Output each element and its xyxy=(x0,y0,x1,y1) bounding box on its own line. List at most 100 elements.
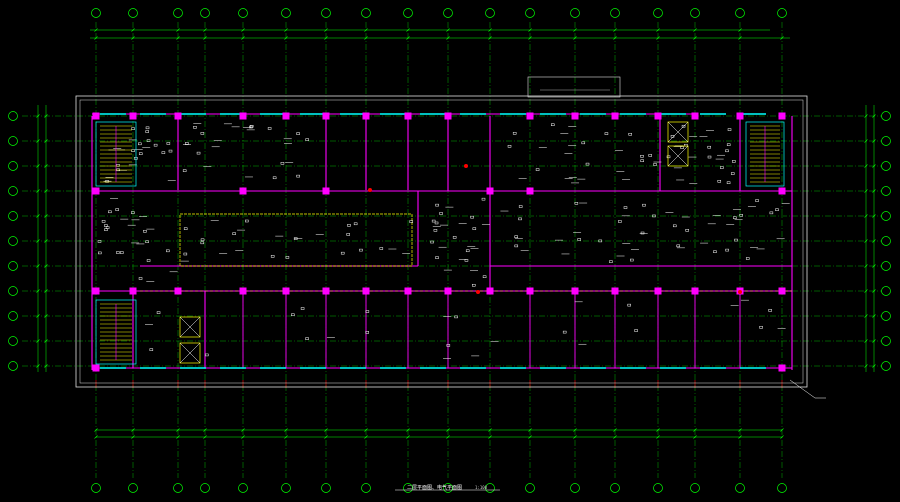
dimension-tick xyxy=(406,28,410,32)
dimension-tick xyxy=(36,314,40,318)
axis-bubble xyxy=(403,483,413,493)
axis-bubble xyxy=(281,8,291,18)
axis-bubble xyxy=(238,8,248,18)
fixture-symbol xyxy=(245,219,249,223)
column xyxy=(736,112,744,120)
dimension-tick xyxy=(872,164,876,168)
dimension-tick xyxy=(872,189,876,193)
axis-bubble xyxy=(881,286,891,296)
dimension-tick xyxy=(203,428,207,432)
marker-dot xyxy=(738,290,742,294)
fixture-symbol xyxy=(353,222,358,226)
fixture-symbol xyxy=(518,217,522,221)
axis-bubble xyxy=(8,311,18,321)
dimension-tick xyxy=(364,36,368,40)
fixture-symbol xyxy=(161,151,166,154)
column xyxy=(526,287,534,295)
axis-bubble xyxy=(8,361,18,371)
fixture-symbol xyxy=(205,353,209,357)
axis-bubble xyxy=(881,161,891,171)
dimension-tick xyxy=(44,139,48,143)
dimension-tick xyxy=(36,139,40,143)
fixture-symbol xyxy=(200,238,205,242)
dimension-tick xyxy=(284,36,288,40)
dimension-tick xyxy=(488,435,492,439)
column xyxy=(691,112,699,120)
fixture-symbol xyxy=(640,159,644,162)
column xyxy=(526,187,534,195)
fixture-symbol xyxy=(733,216,737,219)
column xyxy=(322,112,330,120)
fixture-symbol xyxy=(168,149,173,153)
drawing-scale: 1:100 xyxy=(475,485,488,490)
dimension-tick xyxy=(36,339,40,343)
fixture-symbol xyxy=(577,238,581,241)
dimension-tick xyxy=(36,189,40,193)
column xyxy=(611,287,619,295)
axis-bubble xyxy=(610,8,620,18)
fixture-symbol xyxy=(200,241,205,245)
dimension-tick xyxy=(613,428,617,432)
axis-bubble xyxy=(485,8,495,18)
axis-bubble xyxy=(128,483,138,493)
axis-bubble xyxy=(881,211,891,221)
axis-bubble xyxy=(777,483,787,493)
column xyxy=(362,112,370,120)
dimension-tick xyxy=(44,314,48,318)
fixture-symbol xyxy=(131,211,135,214)
axis-bubble xyxy=(653,8,663,18)
dimension-tick xyxy=(864,314,868,318)
dimension-tick xyxy=(872,264,876,268)
fixture-symbol xyxy=(514,235,518,238)
fixture-symbol xyxy=(138,277,143,280)
fixture-symbol xyxy=(146,259,151,262)
axis-bubble xyxy=(881,186,891,196)
fixture-symbol xyxy=(267,127,272,130)
column xyxy=(571,287,579,295)
dimension-tick xyxy=(872,364,876,368)
fixture-symbol xyxy=(305,337,309,340)
fixture-symbol xyxy=(666,155,671,159)
dimension-tick xyxy=(528,36,532,40)
dimension-tick xyxy=(176,28,180,32)
fixture-symbol xyxy=(769,211,774,215)
dimension-tick xyxy=(656,28,660,32)
marker-dot xyxy=(476,290,480,294)
axis-bubble xyxy=(735,483,745,493)
column xyxy=(282,287,290,295)
column xyxy=(322,287,330,295)
axis-bubble xyxy=(8,336,18,346)
column xyxy=(654,112,662,120)
axis-bubble xyxy=(8,236,18,246)
fixture-symbol xyxy=(149,348,154,351)
dimension-tick xyxy=(864,264,868,268)
column xyxy=(92,187,100,195)
fixture-symbol xyxy=(535,168,540,171)
dimension-tick xyxy=(656,435,660,439)
fixture-symbol xyxy=(143,229,147,233)
axis-bubble xyxy=(200,483,210,493)
fixture-symbol xyxy=(285,256,290,259)
fixture-symbol xyxy=(768,309,772,312)
dimension-tick xyxy=(44,164,48,168)
dimension-tick xyxy=(241,28,245,32)
fixture-symbol xyxy=(471,283,476,287)
fixture-symbol xyxy=(623,206,628,209)
axis-bubble xyxy=(281,483,291,493)
stair-outline xyxy=(745,121,785,187)
dimension-tick xyxy=(738,428,742,432)
column xyxy=(691,287,699,295)
fixture-symbol xyxy=(514,244,519,248)
column xyxy=(404,287,412,295)
fixture-symbol xyxy=(629,258,634,262)
column xyxy=(129,112,137,120)
dimension-tick xyxy=(131,435,135,439)
dimension-tick xyxy=(446,435,450,439)
fixture-symbol xyxy=(166,249,170,253)
fixture-symbol xyxy=(409,220,413,223)
dimension-tick xyxy=(36,239,40,243)
fixture-symbol xyxy=(439,212,443,215)
fixture-symbol xyxy=(454,315,458,319)
